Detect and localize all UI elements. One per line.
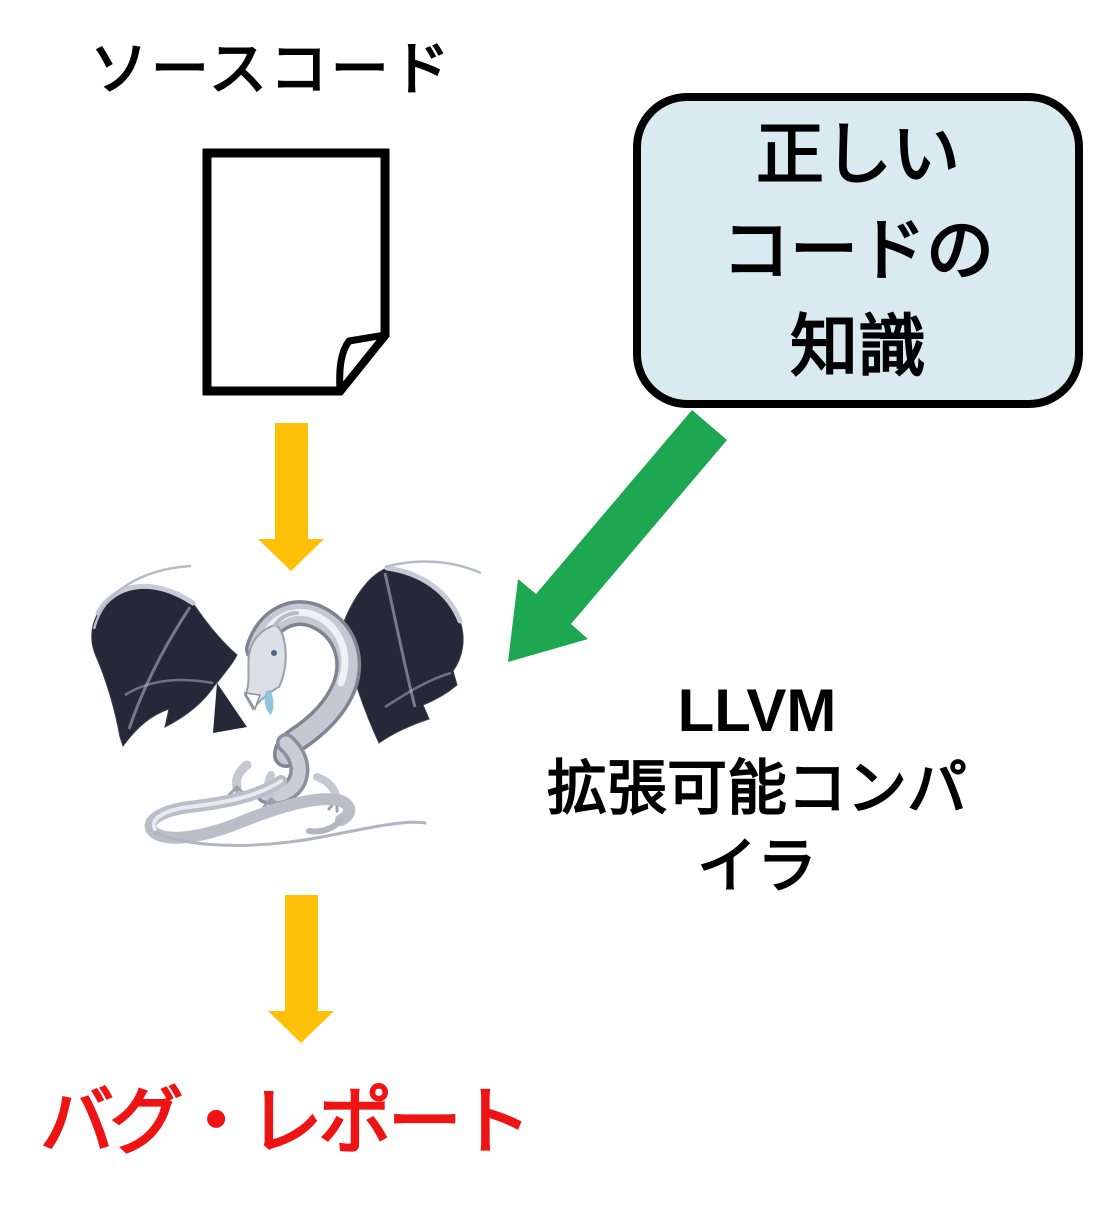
knowledge-box-line: 正しい (755, 116, 960, 193)
compiler-text-block: LLVM 拡張可能コンパイラ (527, 672, 987, 906)
down-arrow-icon (258, 423, 324, 571)
source-code-label: ソースコード (90, 37, 453, 102)
knowledge-box-line: 知識 (789, 308, 926, 385)
compiler-name: LLVM (677, 677, 837, 744)
down-arrow-icon (268, 895, 334, 1043)
diagonal-down-left-arrow-icon (508, 410, 727, 662)
document-icon (202, 148, 390, 396)
knowledge-box-line: コードの (721, 212, 994, 289)
compiler-description: 拡張可能コンパイラ (547, 755, 967, 900)
knowledge-box: 正しい コードの 知識 (633, 93, 1083, 408)
bug-report-label: バグ・レポート (40, 1080, 531, 1163)
llvm-dragon-logo-icon (91, 560, 482, 847)
